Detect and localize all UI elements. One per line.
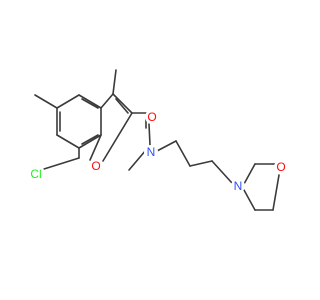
- bond-morph-n-c-bottom: [243, 189, 256, 211]
- bond-c3-c2: [112, 93, 133, 114]
- furan-oxygen-atom: O: [89, 159, 103, 173]
- bond-morph-c-o-bottom: [272, 174, 280, 211]
- structure-canvas: Cl O O N N O: [27, 69, 288, 211]
- morpholine-oxygen-label: O: [276, 160, 285, 174]
- bond-benzene-bottom-left: [56, 134, 80, 149]
- bond-benzene-bottom-inner: [81, 134, 99, 145]
- chlorine-label: Cl: [30, 167, 41, 181]
- bond-c3-c2-inner: [115, 98, 129, 114]
- bond-chain-4: [211, 160, 233, 184]
- bond-methyl-5: [34, 94, 58, 109]
- amide-nitrogen-atom: N: [144, 145, 158, 159]
- morpholine-nitrogen-label: N: [234, 179, 243, 193]
- bond-n-chain-1: [156, 140, 177, 152]
- bond-layer: [34, 69, 280, 211]
- carbonyl-oxygen-label: O: [147, 110, 156, 124]
- bond-carbonyl-to-n: [148, 123, 151, 146]
- furan-oxygen-label: O: [91, 159, 100, 173]
- bond-benzene-top-inner: [81, 98, 99, 109]
- bond-methyl-3: [112, 69, 117, 95]
- bond-morph-n-c-top: [243, 163, 256, 185]
- bond-c7a-o1: [89, 134, 102, 161]
- molecule-drawing: Cl O O N N O: [27, 69, 288, 211]
- bond-c3a-c3: [100, 93, 114, 109]
- amide-nitrogen-label: N: [147, 145, 156, 159]
- bond-c7-cl: [43, 157, 80, 170]
- morpholine-oxygen-atom: O: [274, 160, 288, 174]
- bond-c2-o1: [102, 112, 133, 162]
- morpholine-nitrogen-atom: N: [231, 179, 245, 193]
- chlorine-atom: Cl: [27, 165, 45, 183]
- bond-chain-3: [189, 160, 213, 167]
- atom-label-layer: Cl O O N N O: [27, 110, 288, 193]
- bond-benzene-top-right: [78, 94, 102, 109]
- bond-benzene-top-left: [56, 94, 80, 109]
- carbonyl-oxygen-atom: O: [145, 110, 159, 124]
- bond-n-methyl: [128, 149, 147, 171]
- bond-benzene-bottom-right: [78, 134, 102, 149]
- bond-chain-2: [175, 140, 191, 167]
